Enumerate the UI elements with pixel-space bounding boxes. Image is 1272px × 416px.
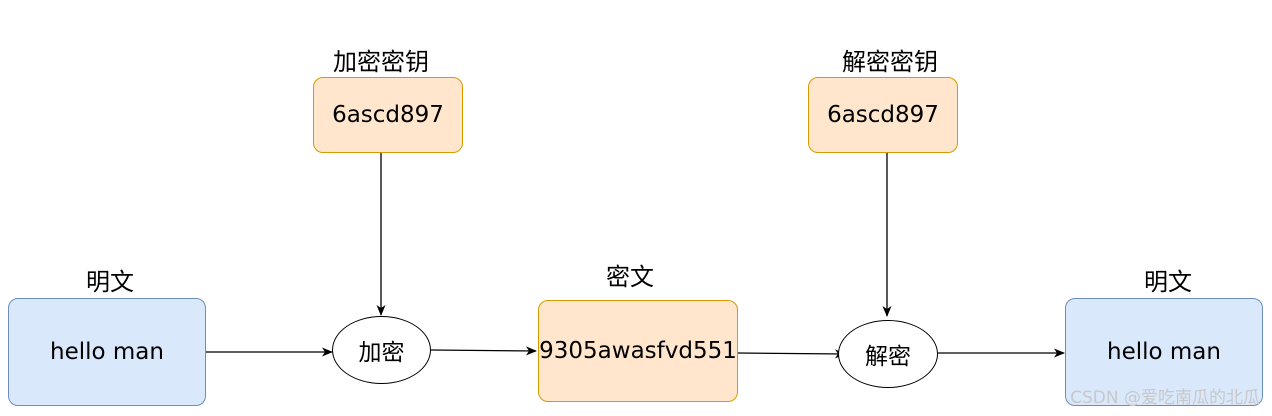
encrypt-label: 加密 — [358, 340, 405, 366]
decrypt-key-box: 6ascd897 — [808, 77, 958, 153]
encrypt-node: 加密 — [332, 316, 431, 384]
ciphertext-value: 9305awasfvd551 — [539, 338, 737, 364]
edge-ciphertext-to-decrypt — [737, 349, 846, 359]
plaintext-in-value: hello man — [50, 339, 164, 365]
encrypt-key-value: 6ascd897 — [332, 102, 444, 128]
edge-encrypt-to-ciphertext — [430, 346, 537, 356]
ciphertext-box: 9305awasfvd551 — [538, 300, 738, 402]
plaintext-in-label: 明文 — [86, 268, 134, 296]
plaintext-out-label: 明文 — [1144, 268, 1192, 296]
decrypt-key-value: 6ascd897 — [827, 102, 939, 128]
decrypt-key-label: 解密密钥 — [842, 48, 938, 76]
decrypt-node: 解密 — [838, 320, 938, 388]
ciphertext-label: 密文 — [606, 263, 654, 291]
encrypt-key-box: 6ascd897 — [313, 77, 463, 153]
plaintext-out-value: hello man — [1107, 339, 1221, 365]
plaintext-out-box: hello man — [1065, 298, 1263, 406]
decrypt-label: 解密 — [865, 344, 911, 370]
plaintext-in-box: hello man — [8, 298, 206, 406]
encrypt-key-label: 加密密钥 — [333, 48, 429, 76]
watermark-text: CSDN @爱吃南瓜的北瓜 — [1070, 388, 1260, 408]
